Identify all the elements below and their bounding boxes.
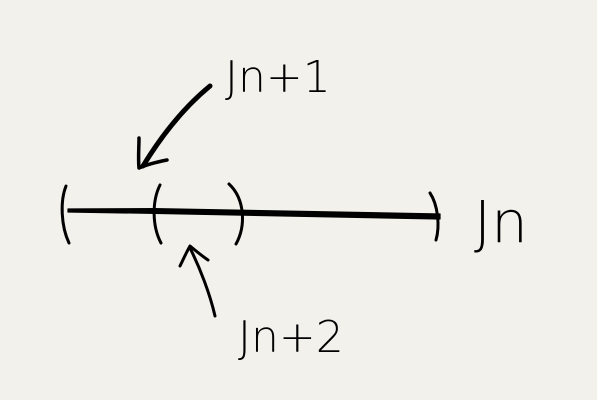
arrow-jn1-head: [136, 136, 169, 170]
interval-jn-left-bracket: [60, 184, 71, 245]
interval-jn-right-bracket: [428, 191, 440, 242]
label-jn-plus-1: Jn+1: [225, 52, 331, 103]
number-line: [67, 208, 441, 220]
label-jn: Jn: [474, 188, 528, 256]
arrow-jn2-head: [178, 244, 210, 268]
arrow-jn2-shaft: [188, 246, 217, 318]
arrow-jn1-shaft: [140, 83, 213, 169]
interval-jn1-right-bracket: [227, 182, 244, 246]
label-jn-plus-2: Jn+2: [238, 312, 344, 363]
interval-jn1-left-bracket: [152, 183, 163, 245]
